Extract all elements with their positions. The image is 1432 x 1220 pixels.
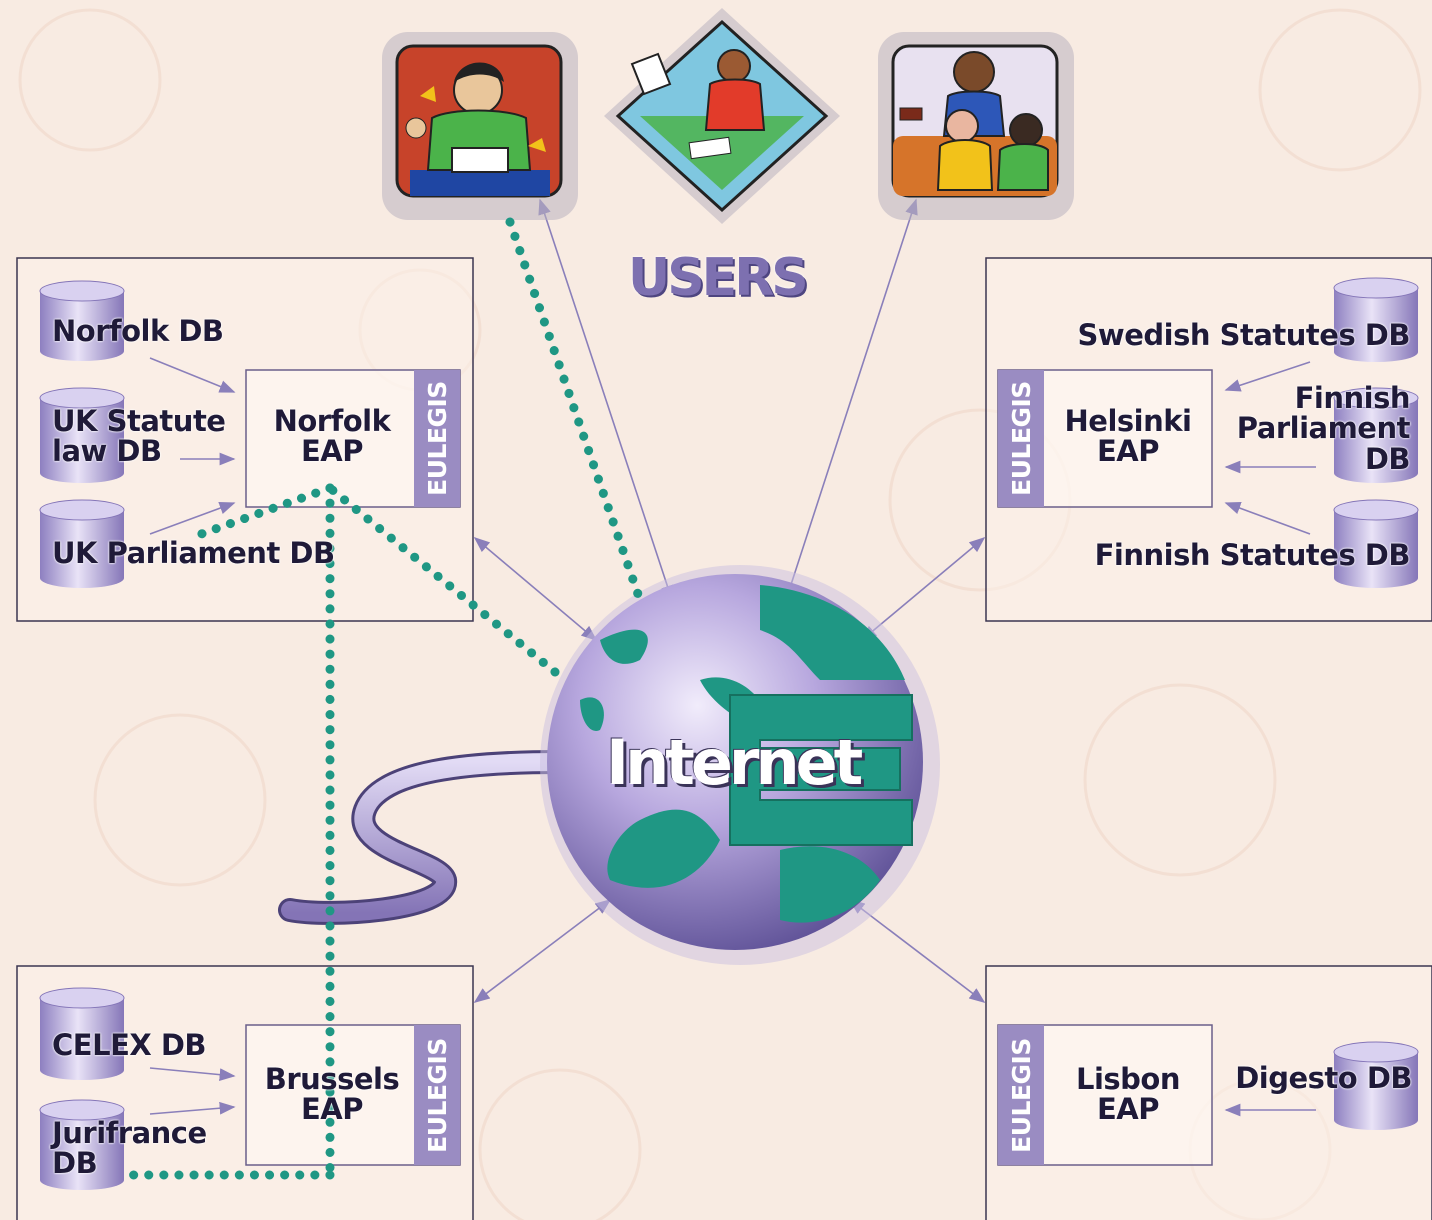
uk-statute-label: UK Statute law DB: [52, 404, 226, 469]
user-court-icon: [878, 32, 1074, 220]
database-icon: [39, 280, 125, 361]
internet-label: Internet: [606, 726, 863, 799]
norfolk-db-label: Norfolk DB: [52, 314, 224, 348]
eulegis-tag: EULEGIS: [998, 370, 1044, 507]
norfolk-eap-label: Norfolk EAP: [273, 404, 391, 469]
database-icon: [1333, 499, 1419, 588]
database-icon: [39, 1099, 125, 1190]
users-title: USERS: [628, 248, 809, 308]
finnish-parliament-label: Finnish Parliament DB: [1236, 381, 1411, 476]
database-icon: [39, 987, 125, 1080]
uk-parliament-label: UK Parliament DB: [52, 536, 335, 570]
finnish-statutes-label: Finnish Statutes DB: [1094, 538, 1411, 572]
database-icon: [1333, 277, 1419, 362]
eulegis-tag: EULEGIS: [414, 370, 460, 507]
database-icon: [39, 499, 125, 588]
globe-icon: [540, 565, 940, 965]
database-icon: [39, 387, 125, 483]
brussels-eap-label: Brussels EAP: [264, 1062, 400, 1127]
jurifrance-db-label: Jurifrance DB: [52, 1116, 207, 1181]
eulegis-tag: EULEGIS: [414, 1025, 460, 1165]
user-office-icon: [604, 8, 840, 224]
lisbon-eap-label: Lisbon EAP: [1075, 1062, 1181, 1127]
eulegis-tag: EULEGIS: [998, 1025, 1044, 1165]
database-icon: [1333, 387, 1419, 483]
swedish-statutes-label: Swedish Statutes DB: [1077, 318, 1411, 352]
user-teacher-icon: [382, 32, 578, 220]
helsinki-eap-label: Helsinki EAP: [1064, 404, 1192, 469]
internet-links: [473, 198, 986, 1003]
celex-db-label: CELEX DB: [52, 1028, 207, 1062]
digesto-db-label: Digesto DB: [1235, 1061, 1412, 1095]
database-icon: [1333, 1041, 1419, 1130]
db-link-arrows: [149, 357, 1316, 1117]
query-path: [127, 217, 645, 1180]
